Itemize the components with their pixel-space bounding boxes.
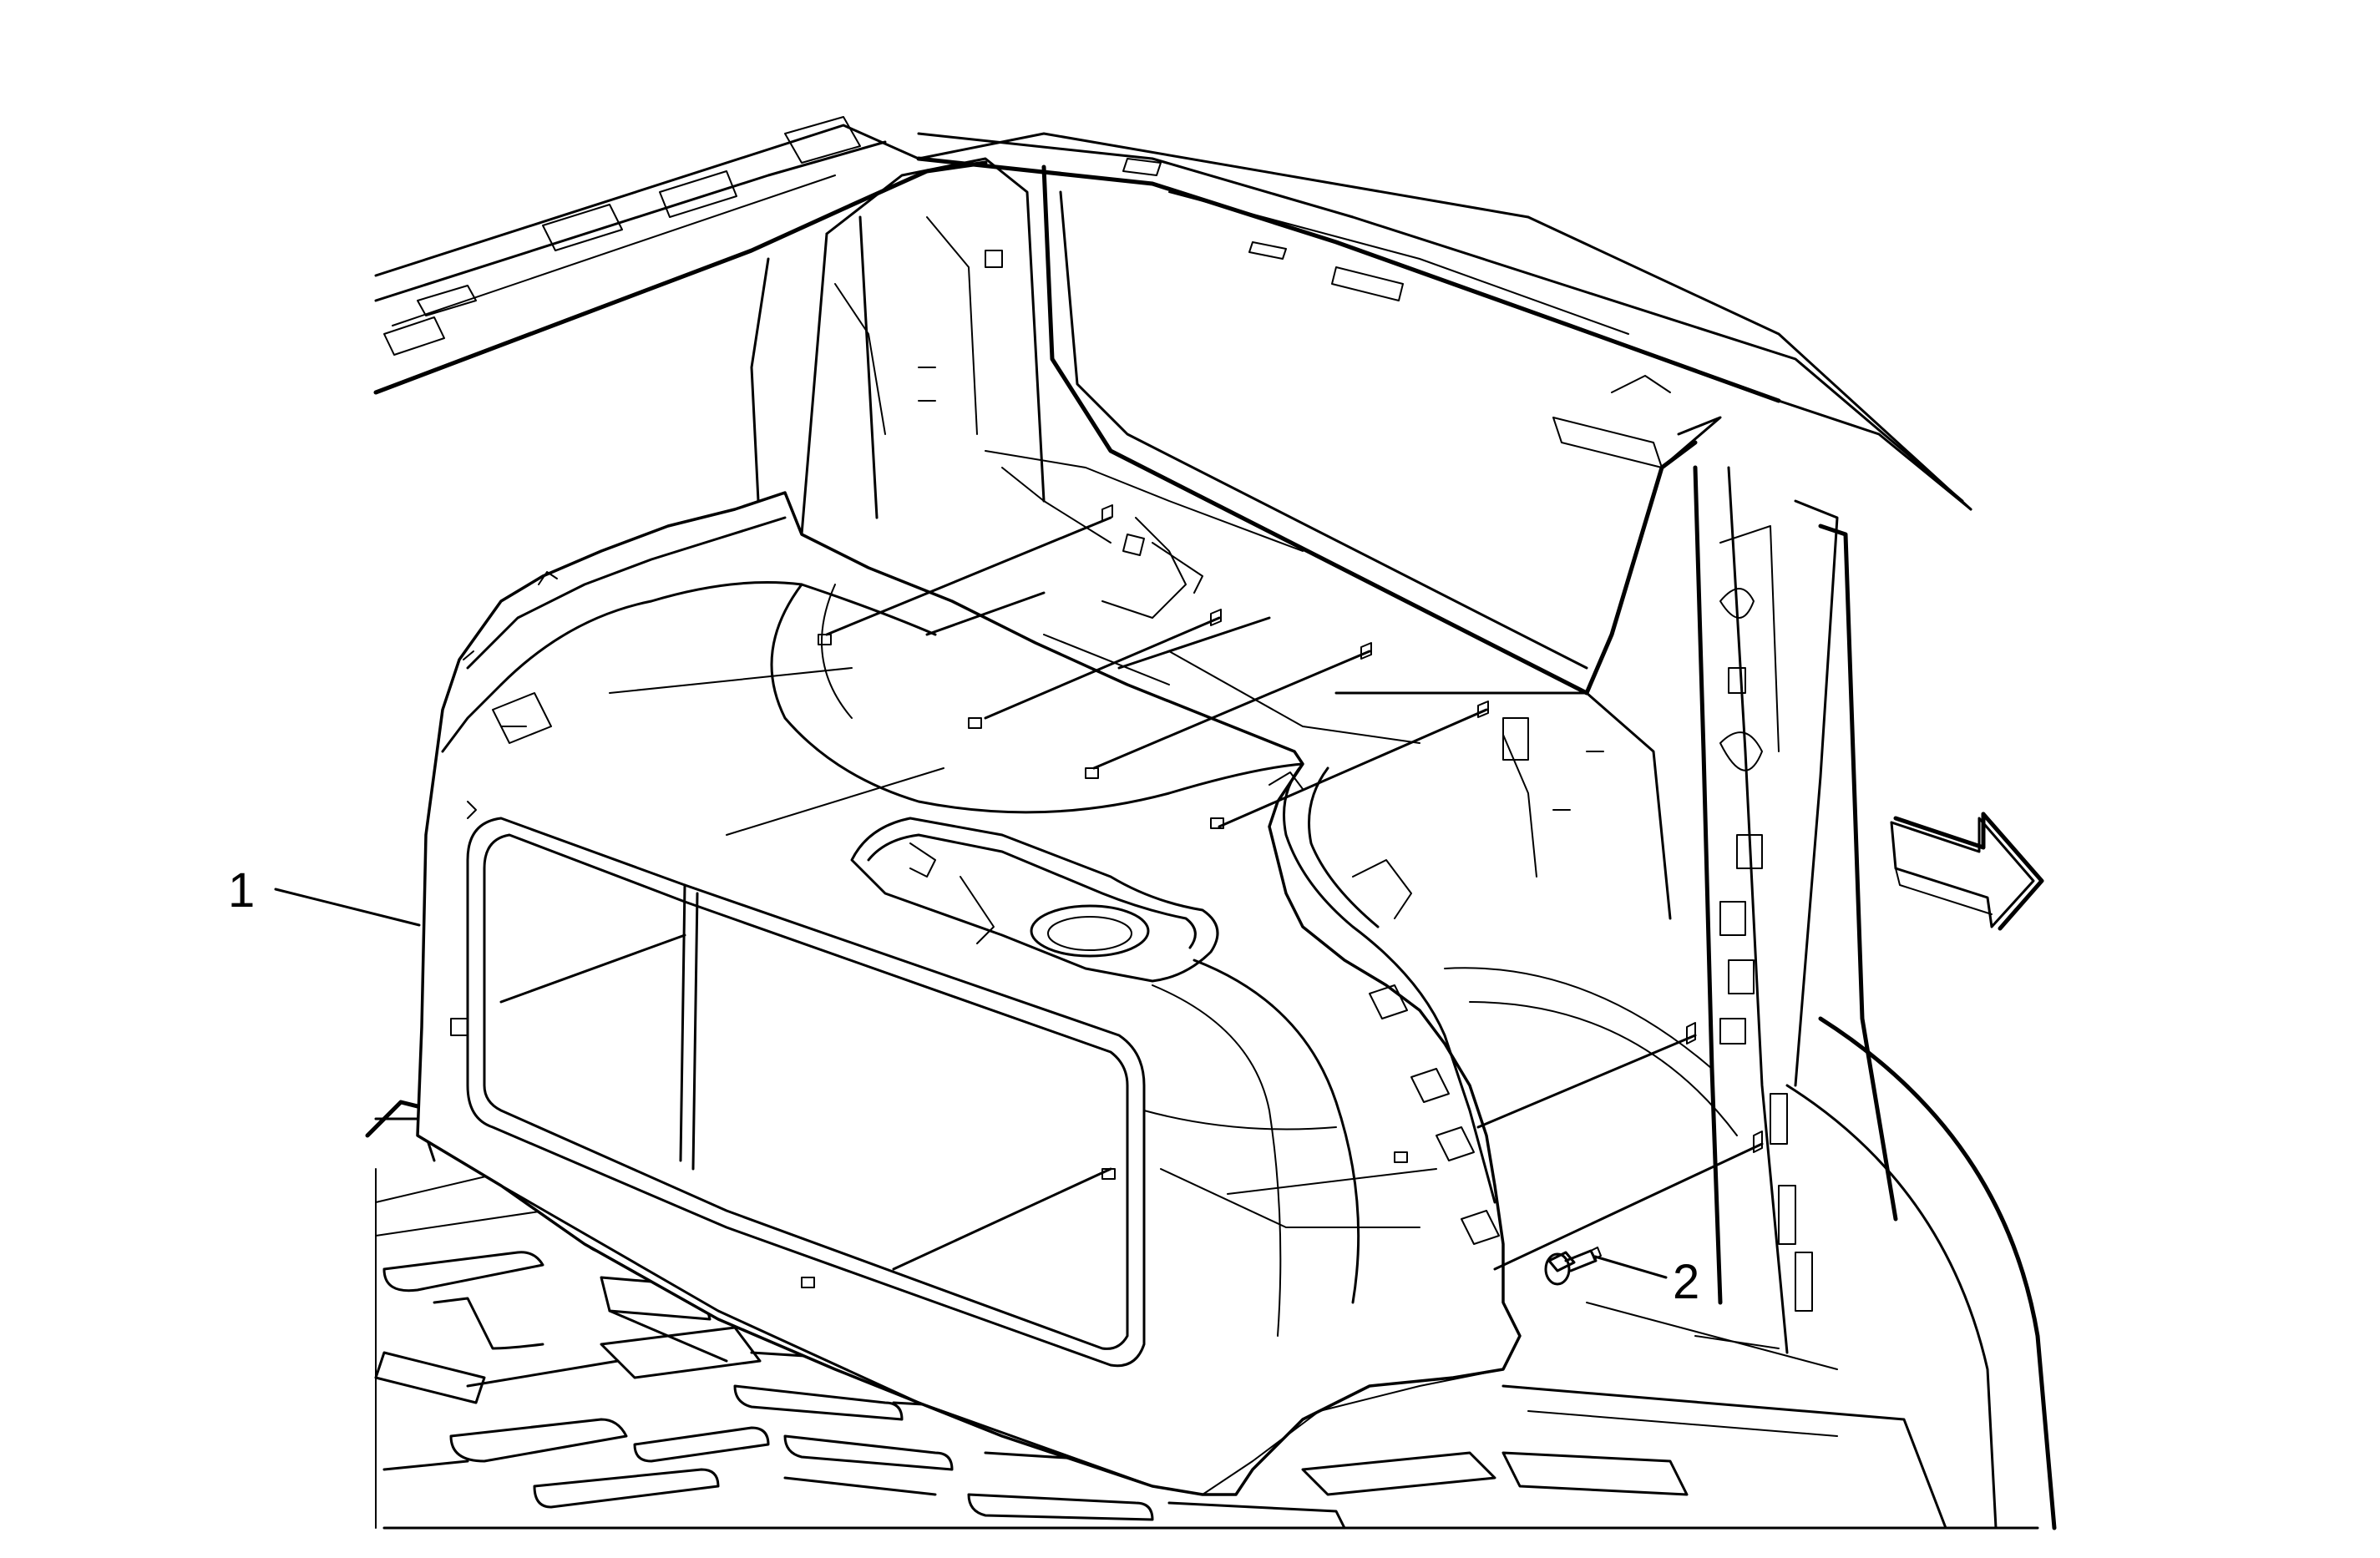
push-pin-retainer [1544,1247,1602,1286]
roof-structure [373,116,1972,511]
callout-label-2: 2 [1673,1255,1699,1309]
callout-leaders [274,888,1668,1279]
installation-guide-lines [499,504,1764,1271]
forward-direction-arrow-icon [1890,812,2044,931]
rear-body-opening [750,157,1722,920]
quarter-trim-panel [416,491,1522,1496]
right-pillar-and-wheelhouse [1444,465,2057,1530]
callout-label-1: 1 [228,863,255,918]
